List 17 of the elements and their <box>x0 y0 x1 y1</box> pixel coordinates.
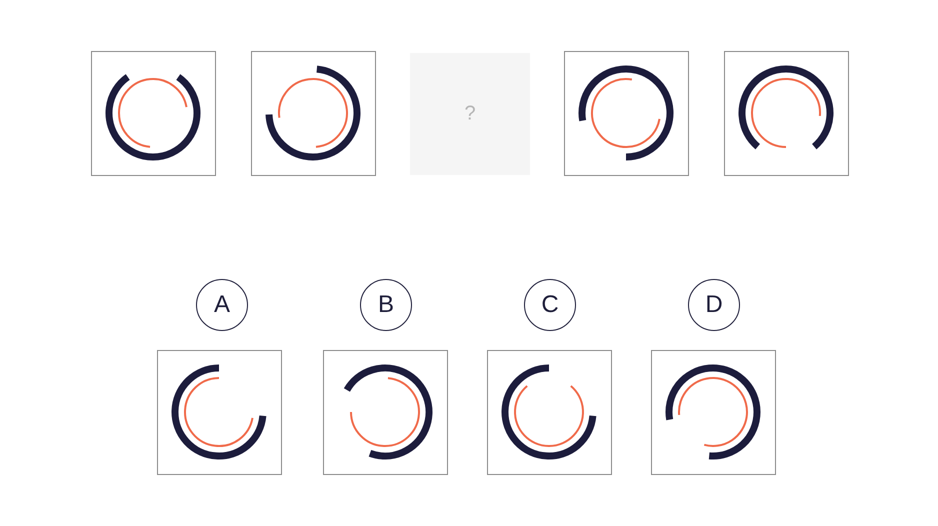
option-letter-circle <box>360 279 412 331</box>
option-letter-circle <box>688 279 740 331</box>
question-mark: ? <box>463 102 477 126</box>
puzzle-tile <box>651 350 776 475</box>
option-letter: B <box>378 293 394 317</box>
option-letter: A <box>214 293 230 317</box>
puzzle-tile <box>487 350 612 475</box>
puzzle-tile <box>564 51 689 176</box>
puzzle-tile <box>157 350 282 475</box>
puzzle-tile <box>251 51 376 176</box>
option-letter-circle <box>524 279 576 331</box>
option-letter: C <box>541 293 559 317</box>
option-letter-circle <box>196 279 248 331</box>
puzzle-tile <box>323 350 448 475</box>
puzzle-tile <box>724 51 849 176</box>
option-letter: D <box>705 293 723 317</box>
puzzle-tile <box>91 51 216 176</box>
